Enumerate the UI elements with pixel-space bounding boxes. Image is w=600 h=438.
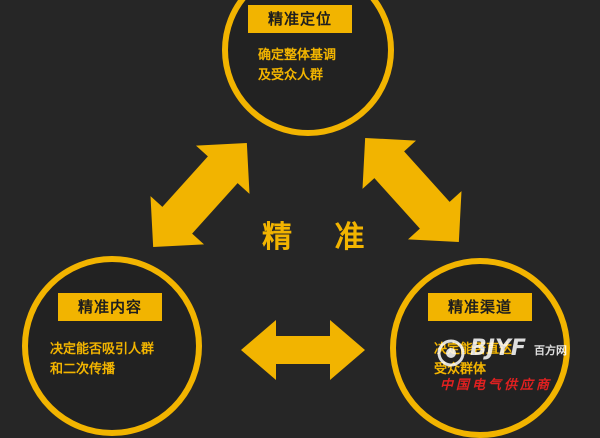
bjyf-logo-icon [437, 339, 465, 367]
node-title-top: 精准定位 [248, 5, 352, 33]
node-title-right: 精准渠道 [428, 293, 532, 321]
double-headed-arrow-icon [150, 142, 250, 248]
node-desc-top-line1: 确定整体基调 [258, 48, 337, 63]
diagram-canvas: 精准定位 确定整体基调 及受众人群 精准内容 决定能否吸引人群 和二次传播 精准… [22, 0, 570, 438]
double-headed-arrow-icon [241, 320, 365, 380]
arrows-layer [150, 137, 462, 380]
node-desc-left-line1: 决定能否吸引人群 [50, 342, 155, 357]
node-desc-left-line2: 和二次传播 [50, 362, 116, 377]
watermark-logo: BJYF [470, 336, 526, 361]
center-label: 精 准 [262, 220, 381, 255]
node-desc-top-line2: 及受众人群 [258, 68, 324, 83]
node-title-left: 精准内容 [58, 293, 162, 321]
watermark-logo-sub: 百方网 [534, 344, 567, 357]
watermark-caption: 中国电气供应商 [440, 378, 553, 393]
double-headed-arrow-icon [362, 137, 462, 243]
